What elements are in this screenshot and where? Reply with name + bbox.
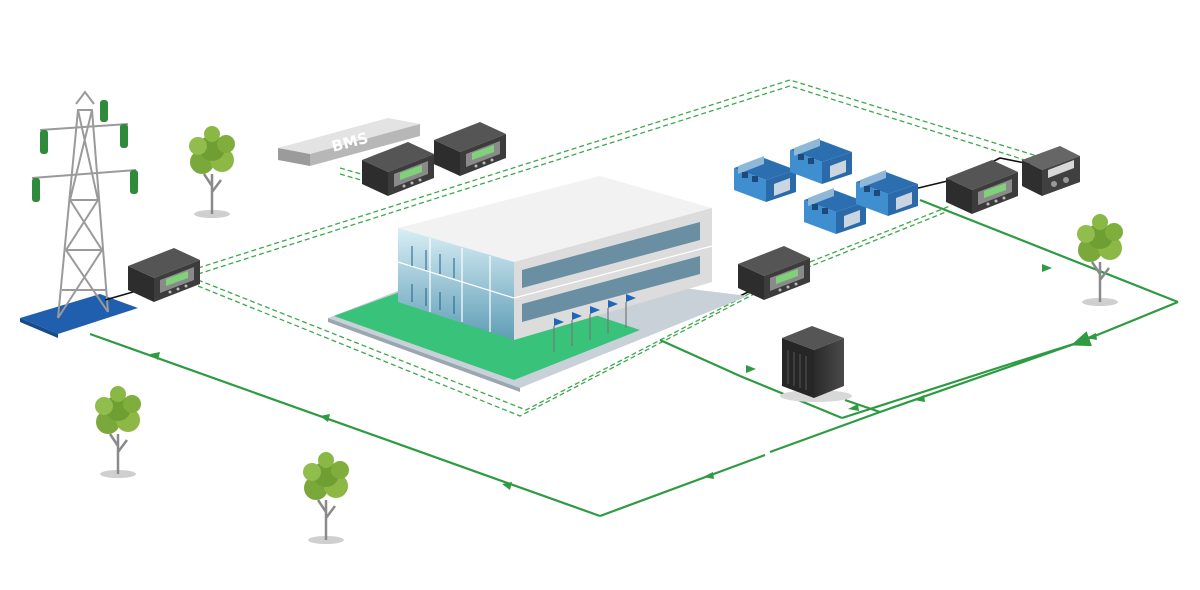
- controller-icon: [362, 142, 434, 196]
- generator-icon: [790, 138, 852, 184]
- controller-icon: [946, 160, 1018, 214]
- transmission-tower-icon: [20, 90, 138, 338]
- bms-server-icon: BMS: [278, 118, 420, 166]
- power-network: [89, 198, 1179, 518]
- tree-icon: [301, 450, 351, 546]
- tree-icon: [93, 384, 143, 480]
- ups-cabinet-icon: [780, 326, 852, 402]
- controller-icon: [128, 248, 200, 302]
- remote-panel-icon: [1022, 146, 1080, 196]
- tree-icon: [1075, 212, 1125, 308]
- controller-icon: [738, 246, 810, 300]
- controller-icon: [434, 122, 506, 176]
- building-icon: [328, 176, 748, 392]
- flow-arrows: [150, 264, 1097, 490]
- generator-icon: [734, 156, 796, 202]
- tree-icon: [187, 124, 237, 220]
